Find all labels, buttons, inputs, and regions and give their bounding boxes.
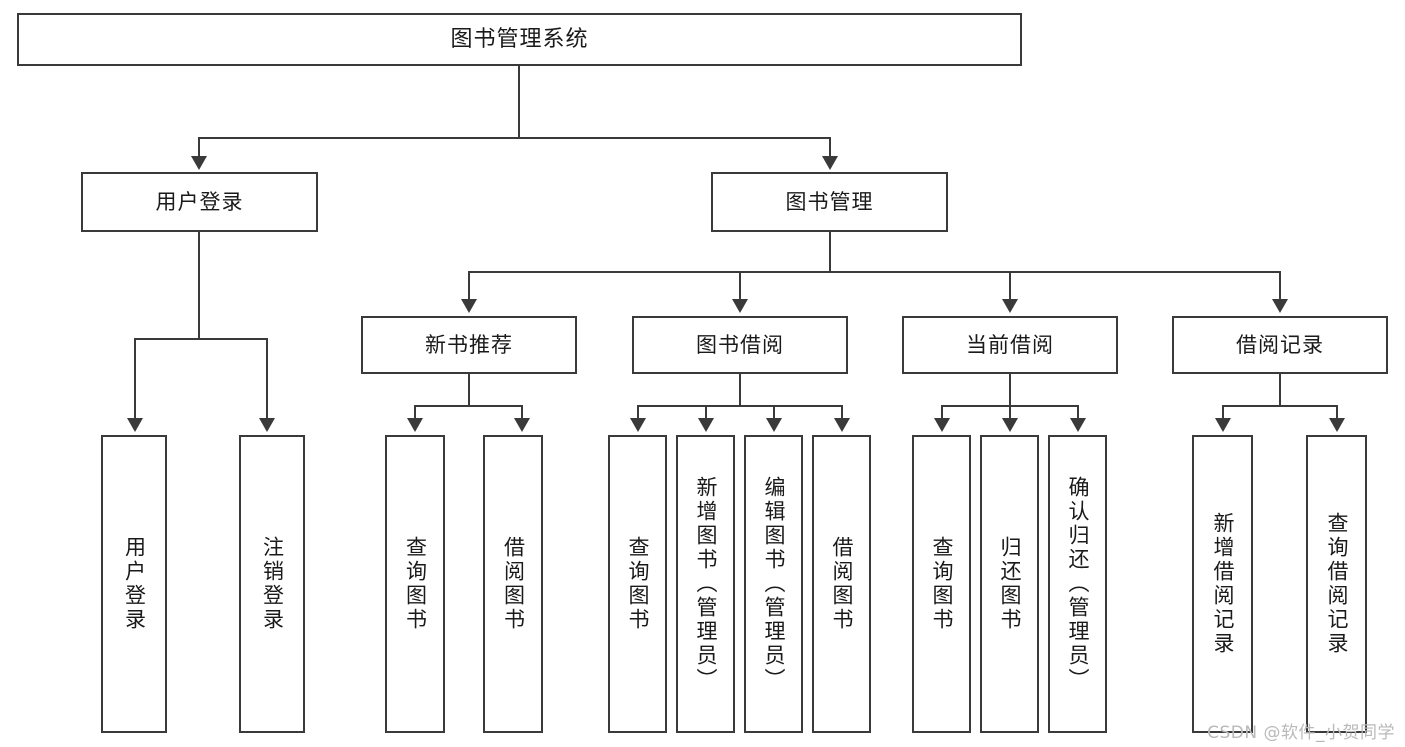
- connector-borrow-to-leaf2: [705, 405, 707, 421]
- connector-records-to-leaf2: [1336, 405, 1338, 421]
- arrow-bookmgmt-to-l3-2: [732, 299, 748, 313]
- arrow-current-to-leaf1: [934, 418, 950, 432]
- connector-bookmgmt-to-l3-4: [1279, 271, 1281, 302]
- connector-current-to-leaf3: [1077, 405, 1079, 421]
- connector-bookmgmt-to-l3-3: [1009, 271, 1011, 302]
- connector-root-to-login: [198, 137, 200, 159]
- connector-root-to-bookmgmt: [829, 137, 831, 159]
- connector-borrow-bar: [637, 405, 843, 407]
- node-label: 查询借阅记录: [1325, 512, 1349, 656]
- arrow-borrow-to-leaf2: [698, 418, 714, 432]
- arrow-records-to-leaf1: [1215, 418, 1231, 432]
- node-label: 当前借阅: [966, 332, 1054, 357]
- arrow-bookmgmt-to-l3-1: [461, 299, 477, 313]
- connector-bookmgmt-bar: [468, 271, 1280, 273]
- node-borrow-records[interactable]: 借阅记录: [1172, 316, 1388, 374]
- arrow-root-to-login: [191, 156, 207, 170]
- connector-bookmgmt-stem: [829, 232, 831, 272]
- leaf-borrow-book[interactable]: 借阅图书: [812, 435, 871, 733]
- connector-login-to-leaf1: [134, 338, 136, 421]
- node-label: 用户登录: [155, 189, 244, 214]
- arrow-recommend-to-leaf2: [514, 418, 530, 432]
- connector-records-to-leaf1: [1222, 405, 1224, 421]
- connector-current-stem: [1009, 374, 1011, 406]
- node-label: 归还图书: [998, 536, 1022, 632]
- node-book-borrow[interactable]: 图书借阅: [632, 316, 848, 374]
- arrow-current-to-leaf2: [1002, 418, 1018, 432]
- connector-login-to-leaf2: [266, 338, 268, 421]
- node-label: 注销登录: [260, 536, 285, 632]
- watermark-text: CSDN @软件_小贺同学: [1207, 723, 1395, 743]
- connector-recommend-to-leaf2: [521, 405, 523, 421]
- arrow-records-to-leaf2: [1329, 418, 1345, 432]
- leaf-confirm-return-admin[interactable]: 确认归还（管理员）: [1048, 435, 1107, 733]
- node-label: 编辑图书（管理员）: [762, 476, 786, 692]
- node-label: 借阅图书: [830, 536, 854, 632]
- node-label: 查询图书: [403, 536, 428, 632]
- connector-bookmgmt-to-l3-1: [468, 271, 470, 302]
- node-new-book-recommend[interactable]: 新书推荐: [361, 316, 577, 374]
- node-label: 查询图书: [930, 536, 954, 632]
- node-label: 图书管理系统: [450, 26, 589, 52]
- connector-login-stem: [198, 232, 200, 339]
- connector-current-to-leaf1: [941, 405, 943, 421]
- leaf-logout[interactable]: 注销登录: [239, 435, 305, 733]
- arrow-login-to-leaf1: [127, 418, 143, 432]
- node-root-system[interactable]: 图书管理系统: [17, 13, 1022, 66]
- leaf-edit-book-admin[interactable]: 编辑图书（管理员）: [744, 435, 803, 733]
- connector-recommend-bar: [414, 405, 522, 407]
- connector-root-stem: [518, 66, 520, 138]
- connector-borrow-to-leaf1: [637, 405, 639, 421]
- leaf-user-login[interactable]: 用户登录: [101, 435, 167, 733]
- connector-recommend-to-leaf1: [414, 405, 416, 421]
- connector-borrow-stem: [739, 374, 741, 406]
- arrow-bookmgmt-to-l3-3: [1002, 299, 1018, 313]
- connector-records-bar: [1222, 405, 1337, 407]
- node-user-login[interactable]: 用户登录: [81, 172, 318, 232]
- leaf-query-books-current[interactable]: 查询图书: [912, 435, 971, 733]
- connector-borrow-to-leaf4: [841, 405, 843, 421]
- node-label: 图书借阅: [696, 332, 784, 357]
- connector-bookmgmt-to-l3-2: [739, 271, 741, 302]
- node-book-management[interactable]: 图书管理: [711, 172, 948, 232]
- node-label: 确认归还（管理员）: [1066, 476, 1090, 692]
- node-label: 图书管理: [785, 189, 874, 214]
- node-label: 借阅记录: [1236, 332, 1324, 357]
- node-label: 用户登录: [122, 536, 147, 632]
- connector-records-stem: [1279, 374, 1281, 406]
- connector-current-to-leaf2: [1009, 405, 1011, 421]
- connector-login-bar: [134, 338, 266, 340]
- leaf-borrow-books-recommend[interactable]: 借阅图书: [483, 435, 543, 733]
- connector-borrow-to-leaf3: [773, 405, 775, 421]
- leaf-return-book[interactable]: 归还图书: [980, 435, 1039, 733]
- leaf-query-books-recommend[interactable]: 查询图书: [385, 435, 445, 733]
- node-label: 新增借阅记录: [1211, 512, 1235, 656]
- arrow-borrow-to-leaf1: [630, 418, 646, 432]
- arrow-recommend-to-leaf1: [407, 418, 423, 432]
- arrow-borrow-to-leaf4: [834, 418, 850, 432]
- leaf-query-books[interactable]: 查询图书: [608, 435, 667, 733]
- leaf-add-borrow-record[interactable]: 新增借阅记录: [1192, 435, 1253, 733]
- connector-root-bar: [198, 137, 830, 139]
- arrow-current-to-leaf3: [1070, 418, 1086, 432]
- leaf-query-borrow-record[interactable]: 查询借阅记录: [1306, 435, 1367, 733]
- arrow-login-to-leaf2: [259, 418, 275, 432]
- node-label: 新书推荐: [425, 332, 513, 357]
- node-label: 新增图书（管理员）: [694, 476, 718, 692]
- node-label: 借阅图书: [501, 536, 526, 632]
- leaf-add-book-admin[interactable]: 新增图书（管理员）: [676, 435, 735, 733]
- connector-recommend-stem: [468, 374, 470, 406]
- node-label: 查询图书: [626, 536, 650, 632]
- arrow-borrow-to-leaf3: [766, 418, 782, 432]
- arrow-root-to-bookmgmt: [822, 156, 838, 170]
- node-current-borrow[interactable]: 当前借阅: [902, 316, 1118, 374]
- arrow-bookmgmt-to-l3-4: [1272, 299, 1288, 313]
